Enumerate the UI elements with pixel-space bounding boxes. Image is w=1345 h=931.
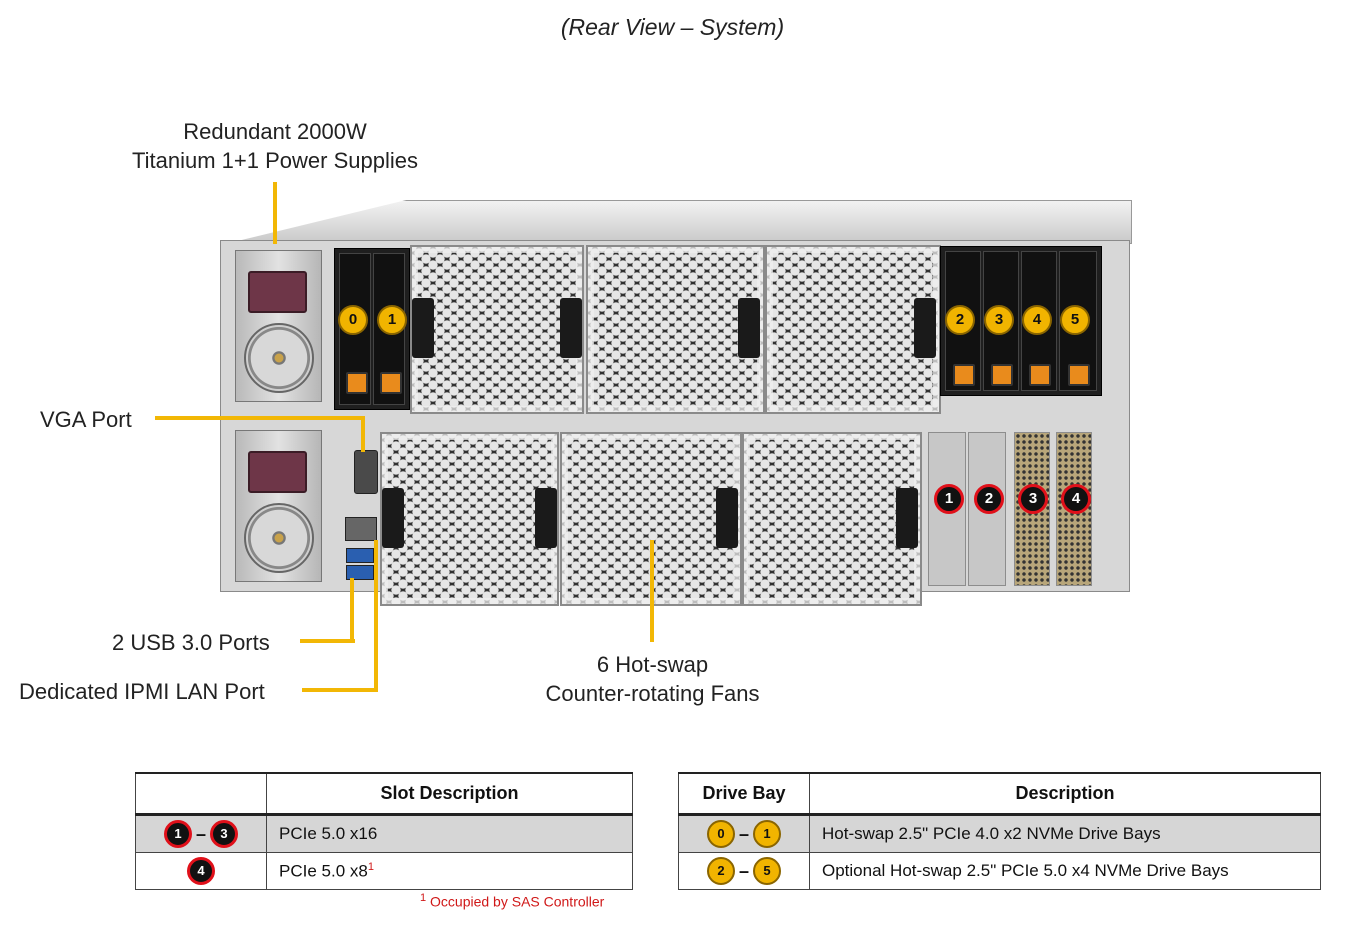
ipmi-callout-line-up — [374, 540, 378, 692]
psu-fan-icon — [244, 503, 314, 573]
drive-release-icon[interactable] — [380, 372, 402, 394]
slot-table-blank-header — [135, 772, 267, 816]
slot-badge-4: 4 — [1061, 484, 1091, 514]
fan-latch-icon[interactable] — [412, 298, 434, 358]
fan-top-2[interactable] — [586, 245, 765, 414]
fan-latch-icon[interactable] — [738, 298, 760, 358]
fan-latch-icon[interactable] — [535, 488, 557, 548]
fans-callout-label: 6 Hot-swap Counter-rotating Fans — [520, 650, 785, 708]
ipmi-callout-line — [302, 688, 378, 692]
psu-handle-icon[interactable] — [248, 451, 307, 493]
fan-latch-icon[interactable] — [382, 488, 404, 548]
range-dash: – — [195, 823, 206, 844]
drive-release-icon[interactable] — [1068, 364, 1090, 386]
vga-callout-label: VGA Port — [40, 407, 132, 432]
drive-bay-table: Drive Bay Description 0 – 1 Hot-swap 2.5… — [678, 772, 1321, 890]
drive-bay-header: Drive Bay — [678, 772, 810, 816]
fan-latch-icon[interactable] — [896, 488, 918, 548]
fans-label-line1: 6 Hot-swap — [596, 652, 709, 677]
drive-release-icon[interactable] — [1029, 364, 1051, 386]
range-dash: – — [738, 823, 749, 844]
drive-badge-to: 1 — [753, 820, 781, 848]
power-supply-1 — [235, 250, 322, 402]
drive-desc-header: Description — [809, 772, 1321, 816]
drive-desc-cell: Optional Hot-swap 2.5" PCIe 5.0 x4 NVMe … — [809, 852, 1321, 890]
drive-badge-2: 2 — [945, 305, 975, 335]
drive-badge-to: 5 — [753, 857, 781, 885]
drive-badge-from: 0 — [706, 820, 735, 848]
usb-callout-label: 2 USB 3.0 Ports — [112, 630, 270, 655]
slot-badge-2: 2 — [974, 484, 1004, 514]
fans-label-line2: Counter-rotating Fans — [545, 681, 760, 706]
fan-bottom-1[interactable] — [380, 432, 559, 606]
table-row: 0 – 1 Hot-swap 2.5" PCIe 4.0 x2 NVMe Dri… — [678, 814, 1321, 853]
ipmi-callout-label: Dedicated IPMI LAN Port — [19, 679, 265, 704]
usb-callout-line-up — [350, 578, 354, 643]
slot-desc-cell: PCIe 5.0 x16 — [266, 814, 633, 853]
fan-top-3[interactable] — [765, 245, 941, 414]
vga-callout-line-down — [361, 416, 365, 452]
usb-callout-line — [300, 639, 355, 643]
psu-callout-line — [273, 182, 277, 244]
fan-latch-icon[interactable] — [914, 298, 936, 358]
psu-label-line1: Redundant 2000W — [183, 119, 367, 144]
slot-desc-text: PCIe 5.0 x8 — [279, 861, 368, 881]
slot-badge-3: 3 — [1018, 484, 1048, 514]
chassis-top — [225, 200, 1132, 244]
table-row: 4 PCIe 5.0 x81 — [135, 852, 633, 890]
drive-range-cell: 2 – 5 — [678, 852, 810, 890]
footnote-mark: 1 — [420, 892, 427, 904]
drive-badge-4: 4 — [1022, 305, 1052, 335]
drive-badge-0: 0 — [338, 305, 368, 335]
slot-range-cell: 1 – 3 — [135, 814, 267, 853]
slot-range-cell: 4 — [135, 852, 267, 890]
range-dash: – — [738, 860, 749, 881]
drive-badge-5: 5 — [1060, 305, 1090, 335]
drive-range-cell: 0 – 1 — [678, 814, 810, 853]
psu-fan-icon — [244, 323, 314, 393]
usb-port-2[interactable] — [346, 565, 374, 580]
footnote-text: Occupied by SAS Controller — [430, 893, 605, 910]
slot-table-header: Slot Description — [266, 772, 633, 816]
vga-callout-line — [155, 416, 365, 420]
vga-port[interactable] — [354, 450, 378, 494]
drive-release-icon[interactable] — [953, 364, 975, 386]
slot-badge-from: 1 — [163, 820, 192, 848]
psu-label-line2: Titanium 1+1 Power Supplies — [132, 148, 418, 173]
drive-badge-from: 2 — [706, 857, 735, 885]
footnote-ref: 1 — [367, 860, 374, 873]
slot-badge-single: 4 — [187, 857, 215, 885]
drive-release-icon[interactable] — [346, 372, 368, 394]
fan-latch-icon[interactable] — [716, 488, 738, 548]
fans-callout-line — [650, 540, 654, 642]
fan-top-1[interactable] — [410, 245, 584, 414]
table-row: 2 – 5 Optional Hot-swap 2.5" PCIe 5.0 x4… — [678, 852, 1321, 890]
slot-badge-to: 3 — [210, 820, 238, 848]
psu-handle-icon[interactable] — [248, 271, 307, 313]
figure-title: (Rear View – System) — [560, 14, 785, 40]
fan-bottom-3[interactable] — [742, 432, 922, 606]
drive-badge-3: 3 — [984, 305, 1014, 335]
fan-latch-icon[interactable] — [560, 298, 582, 358]
drive-desc-cell: Hot-swap 2.5" PCIe 4.0 x2 NVMe Drive Bay… — [809, 814, 1321, 853]
slot-footnote: 1 Occupied by SAS Controller — [420, 892, 604, 910]
drive-release-icon[interactable] — [991, 364, 1013, 386]
psu-callout-label: Redundant 2000W Titanium 1+1 Power Suppl… — [105, 117, 445, 175]
slot-desc-cell: PCIe 5.0 x81 — [266, 852, 633, 890]
power-supply-2 — [235, 430, 322, 582]
slot-badge-1: 1 — [934, 484, 964, 514]
ipmi-lan-port[interactable] — [345, 517, 377, 541]
drive-badge-1: 1 — [377, 305, 407, 335]
table-row: 1 – 3 PCIe 5.0 x16 — [135, 814, 633, 853]
usb-port-1[interactable] — [346, 548, 374, 563]
slot-table: Slot Description 1 – 3 PCIe 5.0 x16 4 PC… — [135, 772, 633, 890]
